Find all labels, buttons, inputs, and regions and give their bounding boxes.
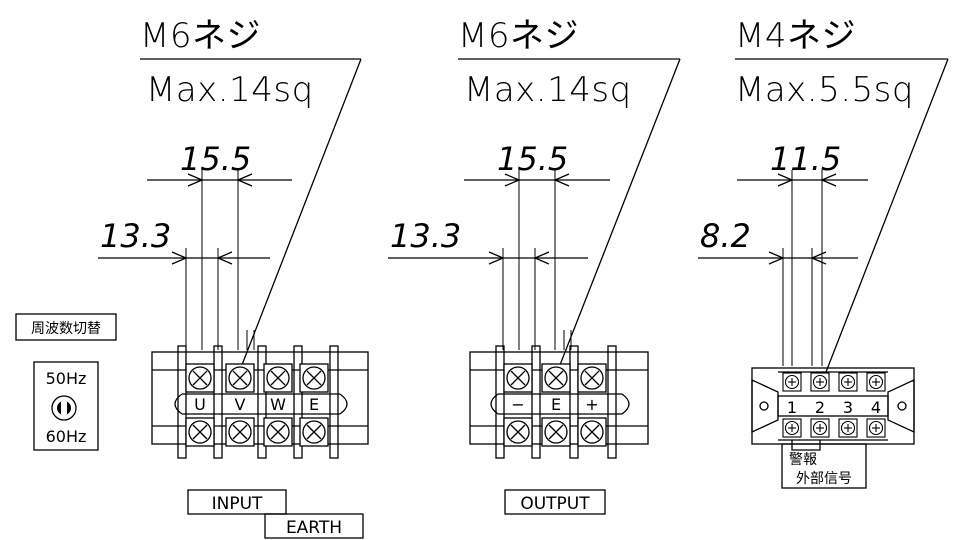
output-terminal-label: − (511, 395, 524, 414)
output-terminal-block-group: M6ネジ Max.14sq 15.5 13.3 − (388, 16, 681, 515)
output-screw-size: M6ネジ (458, 16, 579, 56)
signal-wire-size: Max.5.5sq (735, 70, 914, 110)
input-terminal-label: U (194, 395, 206, 414)
input-terminal-label: V (235, 395, 246, 414)
freq-60hz-label: 60Hz (46, 427, 87, 446)
output-dim-narrow: 13.3 (390, 217, 461, 255)
input-dim-wide: 15.5 (180, 140, 251, 178)
freq-switch-title: 周波数切替 (31, 321, 101, 337)
signal-screw-size: M4ネジ (735, 16, 856, 56)
signal-label-external: 外部信号 (796, 471, 852, 487)
signal-terminal-block-group: M4ネジ Max.5.5sq 11.5 8.2 1 2 3 (698, 16, 949, 489)
signal-label-alarm: 警報 (789, 452, 817, 468)
input-terminal-label: E (309, 395, 319, 414)
output-dim-wide: 15.5 (497, 140, 568, 178)
earth-label: EARTH (286, 518, 342, 538)
output-wire-size: Max.14sq (464, 70, 632, 110)
signal-terminal-label: 1 (787, 398, 797, 417)
input-terminal-block-group: M6ネジ Max.14sq 15.5 13.3 (98, 16, 369, 539)
input-terminal-label: W (270, 395, 286, 414)
toggle-switch-icon[interactable] (51, 395, 77, 421)
signal-terminal-label: 2 (815, 398, 825, 417)
input-screw-size: M6ネジ (140, 16, 261, 56)
output-label: OUTPUT (520, 494, 590, 514)
frequency-switch-group: 周波数切替 50Hz 60Hz (15, 313, 117, 451)
input-label: INPUT (212, 494, 263, 514)
signal-terminal-label: 4 (871, 398, 881, 417)
freq-50hz-label: 50Hz (46, 369, 87, 388)
input-wire-size: Max.14sq (146, 70, 314, 110)
output-terminal-label: + (585, 395, 598, 414)
signal-terminal-label: 3 (843, 398, 853, 417)
output-terminal-label: E (551, 395, 561, 414)
signal-dim-wide: 11.5 (770, 140, 841, 178)
signal-dim-narrow: 8.2 (700, 217, 751, 255)
input-dim-narrow: 13.3 (100, 217, 171, 255)
